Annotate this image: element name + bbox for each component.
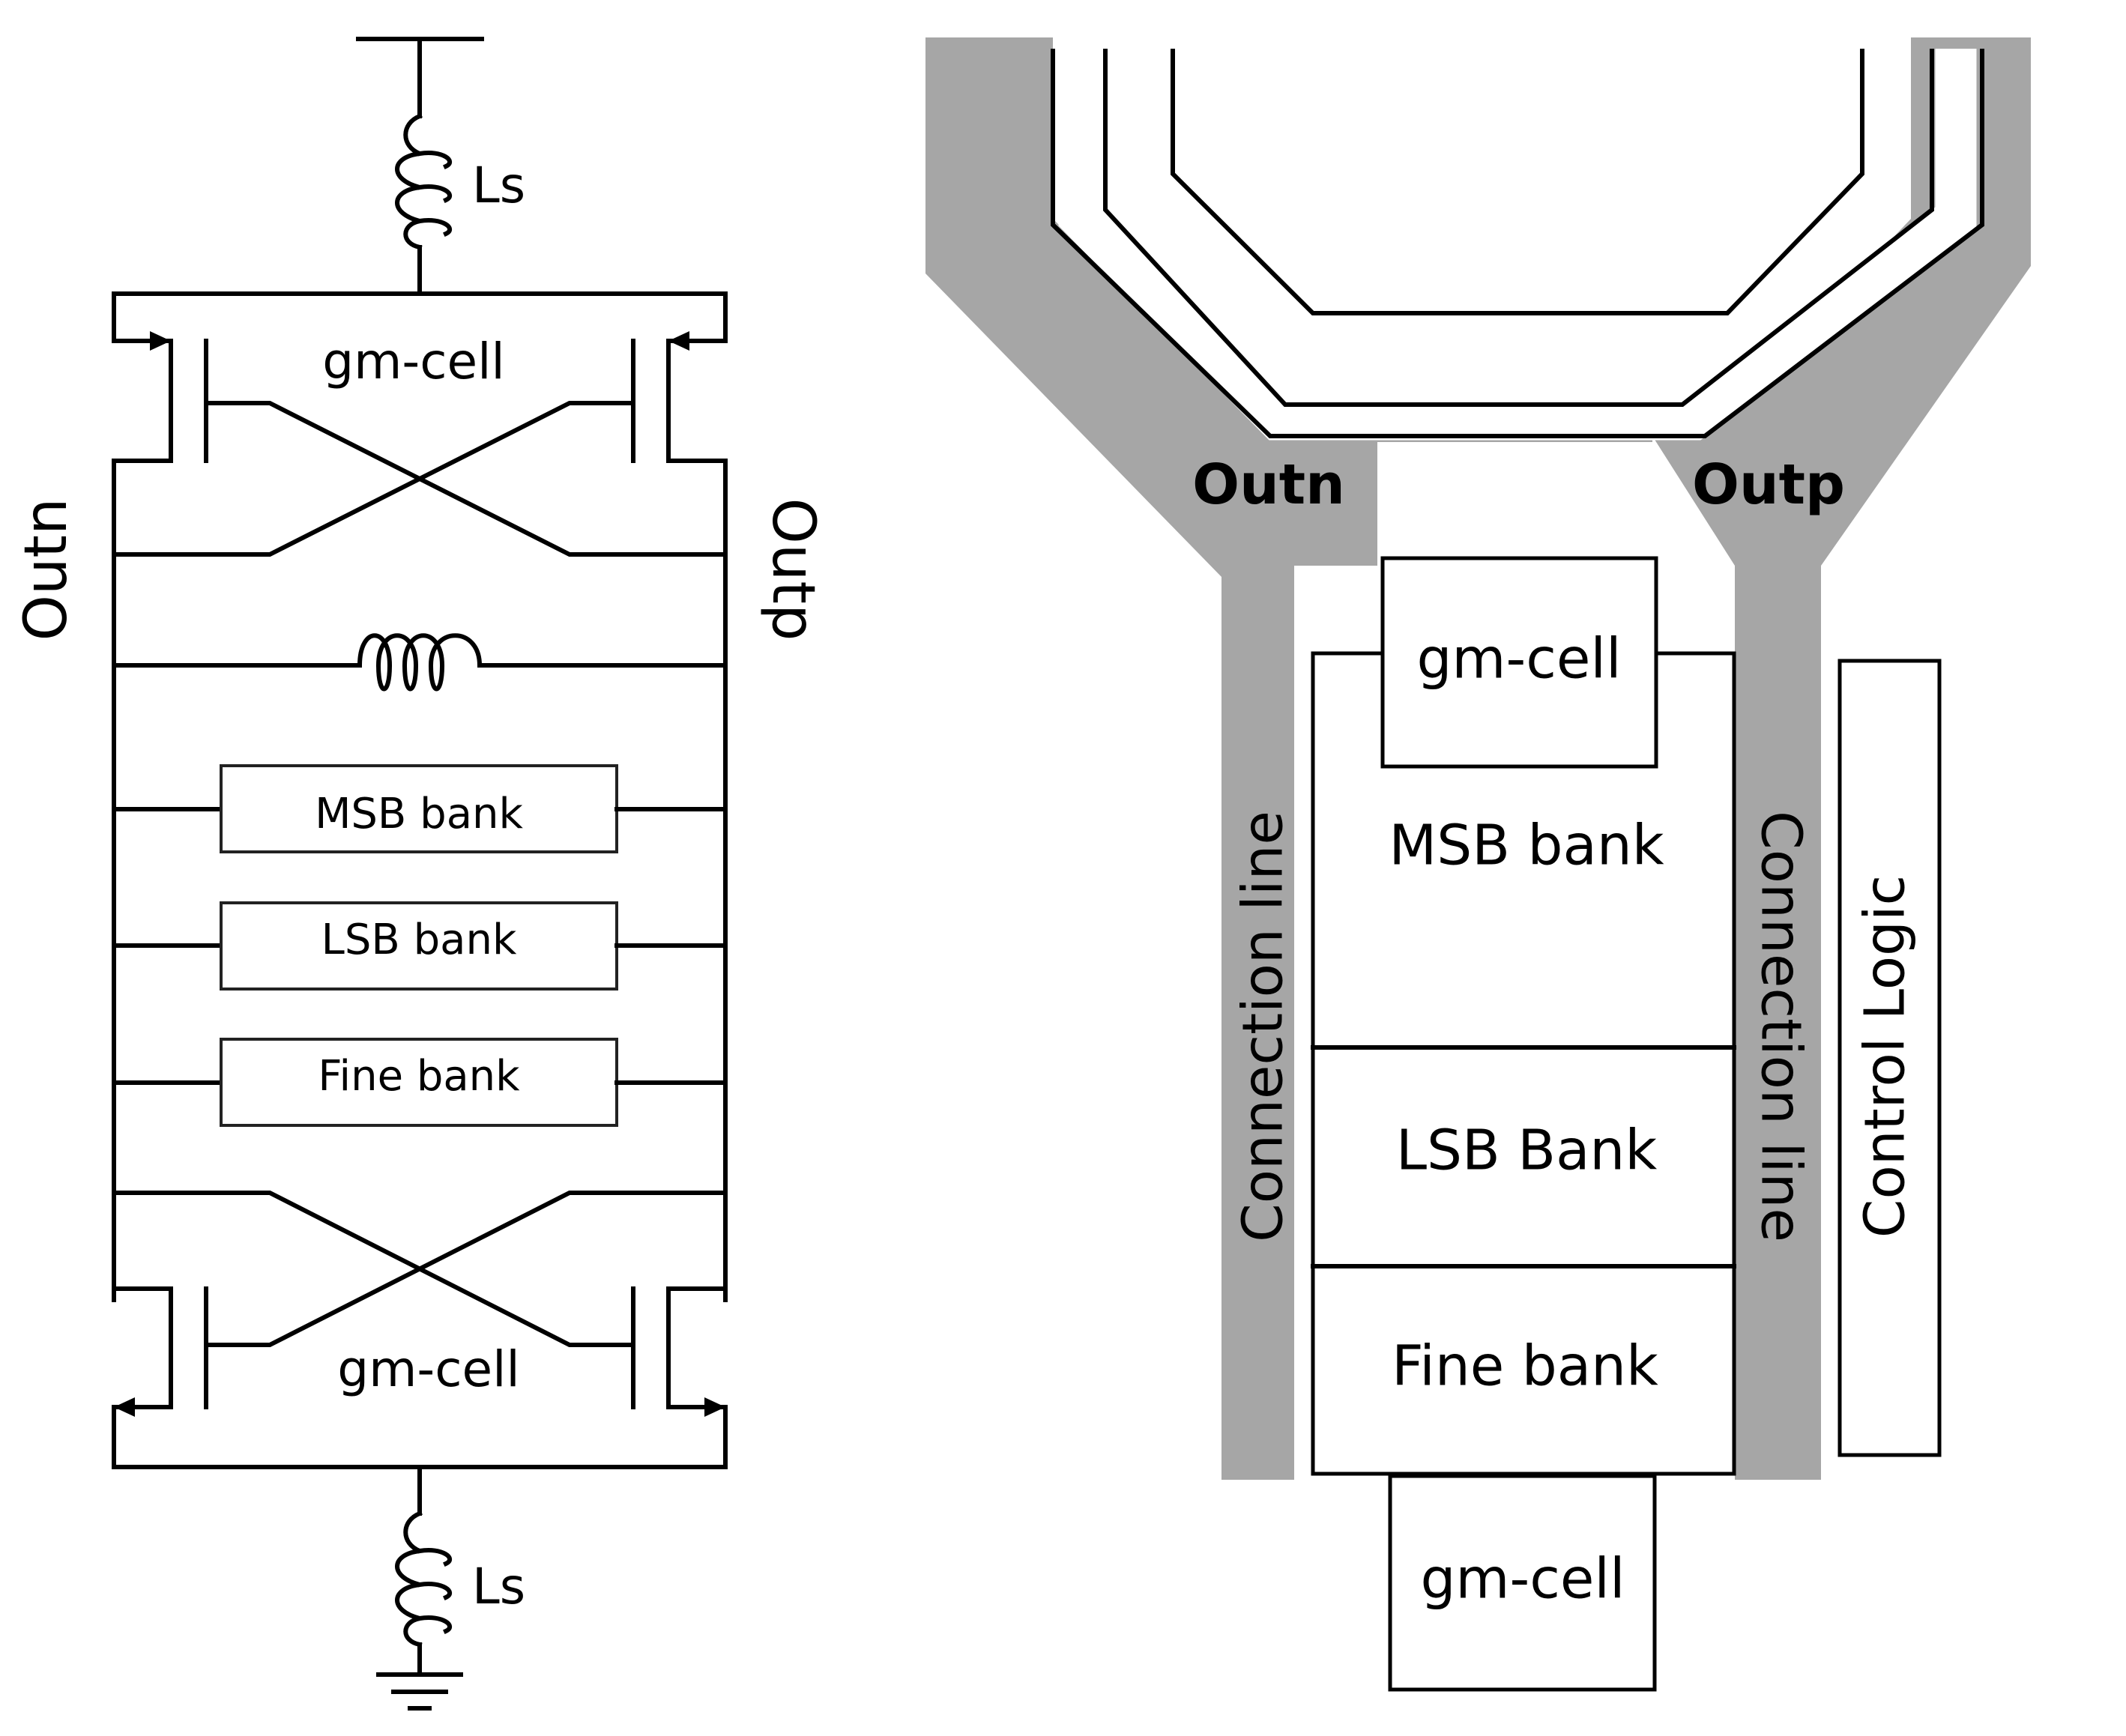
layout-gm-cell-bottom <box>1388 1474 1657 1692</box>
top-cross-wire-b <box>112 401 635 557</box>
left-top-arrow-icon <box>150 331 171 351</box>
layout: Outn Outp gm-cell MSB bank LSB Bank Fine… <box>925 37 2031 1692</box>
schematic-fine-bank-label: Fine bank <box>318 1052 520 1101</box>
layout-lsb-bank-label: LSB Bank <box>1396 1119 1658 1183</box>
top-ls-inductor-icon <box>395 113 429 250</box>
inductor-inner-edge <box>1103 49 1934 407</box>
schematic-lsb-bank-label: LSB bank <box>321 916 517 964</box>
top-gm-cell-label: gm-cell <box>322 333 505 390</box>
right-top-arrow-icon <box>668 331 689 351</box>
layout-outp-label: Outp <box>1692 453 1845 517</box>
ground-icon <box>376 1672 463 1711</box>
left-bottom-arrow-icon <box>114 1397 135 1417</box>
control-logic-block <box>1837 659 1942 1457</box>
layout-gm-cell-bottom-label: gm-cell <box>1420 1547 1625 1612</box>
tank-inductor-icon <box>357 633 483 692</box>
right-bottom-arrow-icon <box>704 1397 725 1417</box>
inductor-outer-edge <box>1051 49 1984 438</box>
outn-label: Outn <box>13 498 80 641</box>
top-cross-wire-a <box>204 401 728 557</box>
layout-fine-bank-label: Fine bank <box>1392 1334 1658 1399</box>
connection-line-right-label: Connection line <box>1748 811 1813 1242</box>
control-logic-label: Control Logic <box>1853 875 1918 1238</box>
top-ls-loops <box>417 151 453 237</box>
bottom-gm-cell-label: gm-cell <box>337 1340 520 1398</box>
layout-msb-bank-label: MSB bank <box>1389 814 1664 878</box>
schematic-msb-bank <box>220 764 618 853</box>
bottom-ls-label: Ls <box>472 1558 525 1615</box>
inductor-inner-turn <box>1171 49 1864 315</box>
connection-line-left-label: Connection line <box>1231 811 1296 1242</box>
outp-label: Outp <box>759 498 827 641</box>
top-ls-label: Ls <box>472 157 525 214</box>
layout-bank-stack <box>1311 651 1736 1476</box>
bottom-ls-loops <box>417 1548 453 1634</box>
inductor-white-band <box>1058 49 1977 441</box>
schematic: Ls gm-cell Outn Outp <box>13 37 827 1711</box>
schematic-fine-bank <box>220 1038 618 1127</box>
layout-gm-cell-top <box>1380 556 1658 769</box>
schematic-msb-bank-label: MSB bank <box>315 790 523 838</box>
trace-gap <box>1377 442 1652 562</box>
layout-outn-label: Outn <box>1192 453 1345 517</box>
bottom-ls-inductor-icon <box>395 1510 429 1648</box>
bottom-cross-wire-b <box>204 1191 728 1347</box>
layout-gm-cell-top-label: gm-cell <box>1416 627 1621 692</box>
bottom-cross-wire-a <box>112 1191 635 1347</box>
